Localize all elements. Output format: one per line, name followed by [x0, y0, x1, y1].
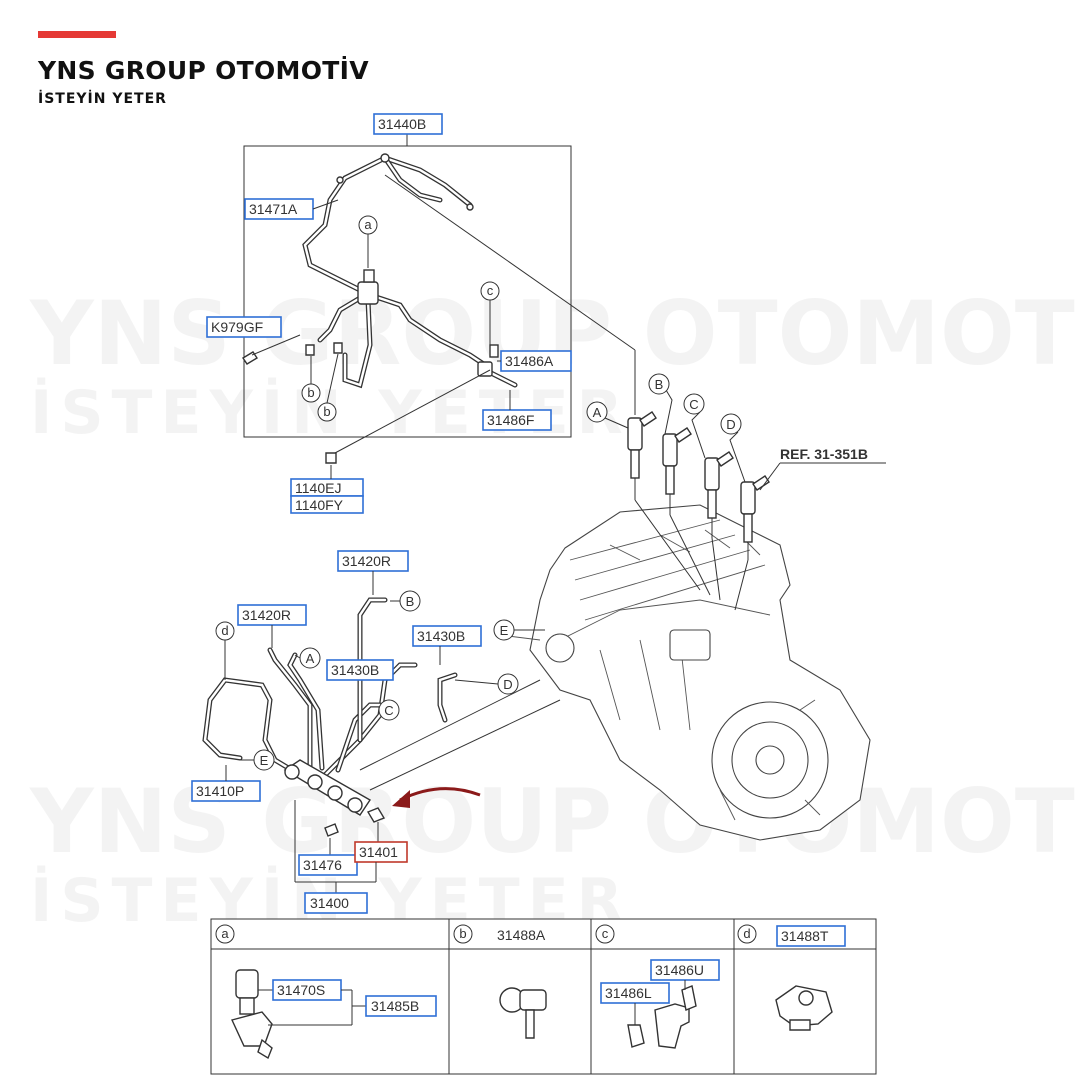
callout-A-pipe [299, 647, 321, 669]
label-1140EJ-text: 1140EJ [295, 480, 341, 496]
table-cell-a-key-text: a [221, 926, 229, 941]
table-label-31485B-text: 31485B [371, 998, 419, 1014]
label-1140FY [290, 495, 364, 514]
brand-tagline: İSTEYİN YETER [38, 91, 167, 107]
label-31420R-left-text: 31420R [242, 607, 291, 623]
fuel-pipes [202, 597, 561, 855]
table-label-31488A: 31488A [497, 927, 546, 943]
label-K979GF [206, 316, 282, 338]
callout-b-top-1 [301, 383, 321, 403]
return-hose-assembly [242, 153, 636, 464]
label-31400-text: 31400 [310, 895, 349, 911]
label-31420R-top-text: 31420R [342, 553, 391, 569]
callout-D-injector [720, 413, 742, 435]
label-1140FY-text: 1140FY [295, 497, 344, 513]
label-ref: REF. 31-351B [780, 446, 868, 462]
label-31430B-mid [326, 659, 394, 681]
table-cell-c-key [595, 924, 615, 944]
table-label-31488T-text: 31488T [781, 928, 829, 944]
engine-block [499, 504, 871, 841]
callout-C-pipe-text: C [384, 703, 393, 718]
label-31476-text: 31476 [303, 857, 342, 873]
table-label-31486U-text: 31486U [655, 962, 704, 978]
label-31410P-text: 31410P [196, 783, 244, 799]
callout-E-pipe-text: E [260, 753, 269, 768]
label-31440B-text: 31440B [378, 116, 426, 132]
brand-accent-bar [38, 31, 116, 38]
label-31401 [354, 841, 408, 863]
connector-part-drawing [231, 969, 273, 1060]
label-31440B [373, 113, 443, 135]
callout-B-pipe-text: B [406, 594, 415, 609]
callout-b-top-1-text: b [307, 385, 314, 400]
callout-c-top [480, 281, 500, 301]
callout-D-injector-text: D [726, 417, 735, 432]
bracket-c-drawing [627, 980, 697, 1049]
table-cell-b-key-text: b [459, 926, 466, 941]
callout-b-top-2 [317, 402, 337, 422]
callout-d-pipe-text: d [221, 623, 228, 638]
table-cell-c-key-text: c [602, 926, 609, 941]
table-label-31470S-text: 31470S [277, 982, 325, 998]
brand-name: YNS GROUP OTOMOTİV [38, 56, 369, 85]
table-cell-d-key-text: d [743, 926, 750, 941]
label-31486F [482, 409, 552, 431]
label-31486A-text: 31486A [505, 353, 554, 369]
return-hose-group-frame [243, 145, 572, 438]
table-label-31486L-text: 31486L [605, 985, 652, 1001]
callout-A-pipe-text: A [306, 651, 315, 666]
label-31471A-text: 31471A [249, 201, 298, 217]
label-31430B-right [412, 625, 482, 647]
callout-C-pipe [378, 699, 400, 721]
table-label-31485B [365, 995, 437, 1017]
clip-b-drawing [499, 987, 547, 1039]
label-31476 [298, 854, 358, 876]
callout-B-injector-text: B [655, 377, 664, 392]
callout-D-pipe [497, 673, 519, 695]
table-cell-b-key [453, 924, 473, 944]
highlight-arrow [399, 787, 481, 802]
callout-a-top [358, 215, 378, 235]
callout-A-injector [586, 401, 608, 423]
callout-d-pipe [215, 621, 235, 641]
callout-B-injector [648, 373, 670, 395]
callout-E-engine-text: E [500, 623, 509, 638]
table-label-31488T [776, 925, 846, 947]
label-31486F-text: 31486F [487, 412, 534, 428]
callout-E-engine [493, 619, 515, 641]
clip-d-drawing [775, 985, 833, 1031]
callout-A-injector-text: A [593, 405, 602, 420]
callout-E-pipe [253, 749, 275, 771]
callout-a-top-text: a [364, 217, 372, 232]
table-cell-d-key [737, 924, 757, 944]
label-31400 [304, 892, 368, 914]
label-K979GF-text: K979GF [211, 319, 263, 335]
callout-B-pipe [399, 590, 421, 612]
callout-c-top-text: c [487, 283, 494, 298]
callout-b-top-2-text: b [323, 404, 330, 419]
callout-C-injector [683, 393, 705, 415]
label-31401-text: 31401 [359, 844, 398, 860]
highlight-arrowhead [392, 790, 410, 808]
table-cell-a-key [215, 924, 235, 944]
label-31430B-mid-text: 31430B [331, 662, 379, 678]
callout-D-pipe-text: D [503, 677, 512, 692]
injectors [627, 411, 770, 611]
label-31430B-right-text: 31430B [417, 628, 465, 644]
callout-C-injector-text: C [689, 397, 698, 412]
